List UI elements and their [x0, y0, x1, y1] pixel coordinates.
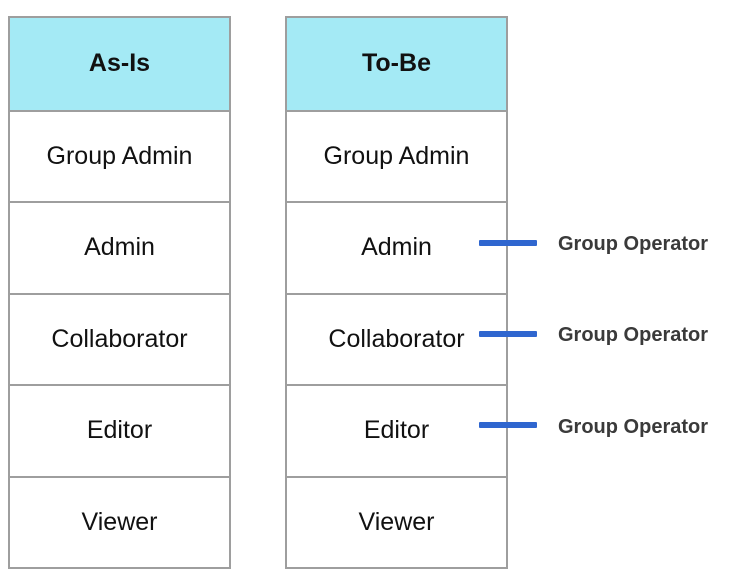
- collaborator-operator-connector: [479, 331, 537, 337]
- to-be-row-admin: Admin: [287, 201, 506, 293]
- to-be-row-editor: Editor: [287, 384, 506, 476]
- as-is-row-viewer: Viewer: [10, 475, 229, 568]
- editor-operator-connector: [479, 422, 537, 428]
- as-is-header: As-Is: [10, 18, 229, 110]
- to-be-row-viewer: Viewer: [287, 475, 506, 568]
- admin-operator-connector: [479, 240, 537, 246]
- to-be-header: To-Be: [287, 18, 506, 110]
- collaborator-operator-label: Group Operator: [558, 324, 709, 346]
- editor-operator-label: Group Operator: [558, 416, 709, 438]
- as-is-table: As-Is Group Admin Admin Collaborator Edi…: [8, 16, 231, 569]
- as-is-row-admin: Admin: [10, 201, 229, 293]
- admin-operator-label: Group Operator: [558, 233, 709, 255]
- as-is-row-group-admin: Group Admin: [10, 109, 229, 202]
- to-be-row-group-admin: Group Admin: [287, 109, 506, 202]
- as-is-row-editor: Editor: [10, 384, 229, 476]
- to-be-table: To-Be Group Admin Admin Collaborator Edi…: [285, 16, 508, 569]
- as-is-row-collaborator: Collaborator: [10, 292, 229, 385]
- to-be-row-collaborator: Collaborator: [287, 292, 506, 385]
